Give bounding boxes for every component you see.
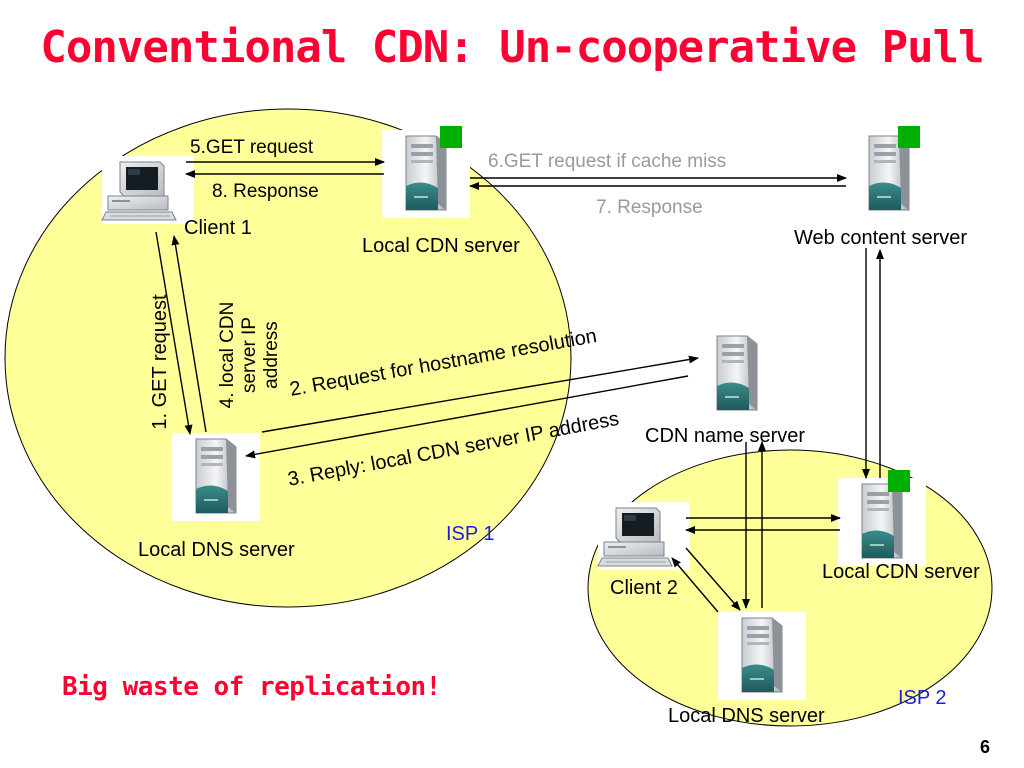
local-cdn-server-1-label: Local CDN server bbox=[362, 235, 520, 257]
cdn-name-server-label: CDN name server bbox=[645, 425, 806, 447]
step8-label: 8. Response bbox=[212, 181, 319, 202]
client1-label: Client 1 bbox=[184, 217, 252, 239]
step6-label: 6.GET request if cache miss bbox=[488, 151, 727, 172]
local-dns-server-1-label: Local DNS server bbox=[138, 539, 295, 561]
arrow-client2-to-dns2 bbox=[685, 547, 741, 611]
arrow-4-cdn-ip bbox=[171, 235, 207, 433]
cache-marker-local-cdn-2 bbox=[888, 470, 910, 492]
cache-marker-local-cdn-1 bbox=[440, 126, 462, 148]
page-number: 6 bbox=[980, 737, 991, 757]
step5-label: 5.GET request bbox=[190, 137, 314, 158]
step7-label: 7. Response bbox=[596, 197, 703, 218]
isp2-label: ISP 2 bbox=[898, 687, 947, 709]
arrow-dns2-to-client2 bbox=[671, 557, 719, 613]
slide-title: Conventional CDN: Un-cooperative Pull bbox=[40, 22, 984, 73]
step4-line3: address bbox=[261, 321, 282, 389]
replication-waste-note: Big waste of replication! bbox=[62, 672, 441, 702]
client2-label: Client 2 bbox=[610, 577, 678, 599]
local-dns-server-2-label: Local DNS server bbox=[668, 705, 825, 727]
web-content-server-label: Web content server bbox=[794, 227, 968, 249]
arrow-2-hostname-resolution bbox=[261, 355, 699, 433]
isp1-region bbox=[4, 108, 572, 608]
step4-label: 4. local CDN server IP address bbox=[217, 255, 283, 455]
step1-label: 1. GET request bbox=[149, 294, 171, 430]
cdn-name-server-tower-server-icon bbox=[692, 329, 782, 419]
local-cdn-server-2-tower-server-icon bbox=[837, 477, 927, 567]
step4-line1: 4. local CDN bbox=[217, 301, 238, 409]
local-dns-server-2-tower-server-icon bbox=[717, 611, 807, 701]
isp1-label: ISP 1 bbox=[446, 523, 495, 545]
arrow-1-get-request bbox=[155, 231, 193, 435]
local-cdn-server-2-label: Local CDN server bbox=[822, 561, 980, 583]
cache-marker-web-content bbox=[898, 126, 920, 148]
arrow-3-reply-cdn-ip bbox=[245, 375, 689, 459]
client2-desktop-computer-icon bbox=[597, 501, 691, 571]
step4-line2: server IP bbox=[239, 316, 260, 394]
client1-desktop-computer-icon bbox=[101, 155, 195, 225]
